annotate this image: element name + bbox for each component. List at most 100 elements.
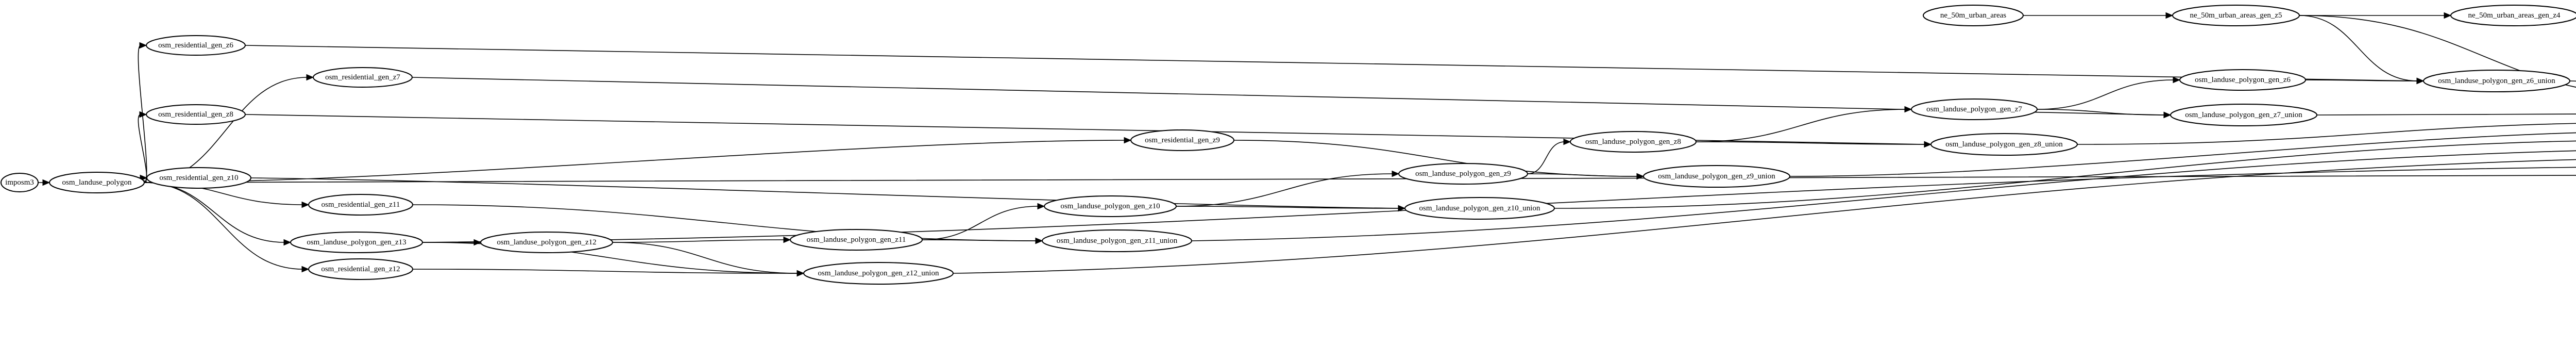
edge-osm_landuse_polygon_gen_z13-to-osm_landuse_polygon_gen_z12_union <box>422 242 799 274</box>
edge-osm_landuse_polygon_gen_z10-to-osm_landuse_polygon_gen_z10_union <box>1176 206 1400 209</box>
node-label: osm_landuse_polygon_gen_z6_union <box>2438 77 2555 85</box>
node-osm_landuse_polygon_gen_z11_union[interactable]: osm_landuse_polygon_gen_z11_union <box>1042 229 1192 252</box>
node-osm_landuse_polygon_gen_z8[interactable]: osm_landuse_polygon_gen_z8 <box>1570 131 1697 153</box>
node-shape <box>1042 229 1192 252</box>
node-osm_residential_gen_z9[interactable]: osm_residential_gen_z9 <box>1130 129 1234 151</box>
edge-osm_landuse_polygon_gen_z7_union-to-layer_landuse.z7 <box>2316 113 2576 116</box>
node-label: osm_residential_gen_z11 <box>321 201 400 209</box>
edge-osm_residential_gen_z10-to-osm_landuse_polygon_gen_z10_union <box>250 177 1400 209</box>
edge-arrowhead <box>1636 173 1645 180</box>
node-osm_landuse_polygon_gen_z6[interactable]: osm_landuse_polygon_gen_z6 <box>2179 69 2306 91</box>
node-shape <box>2170 104 2317 126</box>
edge-ne_50m_urban_areas_gen_z5-to-layer_landuse.z5 <box>2299 15 2576 88</box>
node-osm_landuse_polygon_gen_z12[interactable]: osm_landuse_polygon_gen_z12 <box>480 232 613 253</box>
edge-osm_landuse_polygon_gen_z7-to-osm_landuse_polygon_gen_z6 <box>2037 79 2175 110</box>
node-label: osm_landuse_polygon <box>62 178 132 187</box>
edge-osm_landuse_polygon_gen_z8_union-to-layer_landuse.z8 <box>2077 123 2576 145</box>
node-label: ne_50m_urban_areas_gen_z5 <box>2190 11 2282 20</box>
edge-arrowhead <box>139 42 147 49</box>
edge-arrowhead <box>473 239 482 246</box>
edge-arrowhead <box>306 74 314 81</box>
node-label: ne_50m_urban_areas_gen_z4 <box>2468 11 2561 20</box>
node-label: osm_residential_gen_z6 <box>158 41 233 50</box>
node-osm_landuse_polygon_gen_z9_union[interactable]: osm_landuse_polygon_gen_z9_union <box>1643 165 1790 188</box>
node-shape <box>2450 5 2576 26</box>
node-shape <box>308 194 413 216</box>
node-shape <box>146 35 246 56</box>
node-osm_residential_gen_z8[interactable]: osm_residential_gen_z8 <box>146 104 246 125</box>
node-shape <box>2423 70 2570 92</box>
edge-osm_landuse_polygon_gen_z7-to-osm_landuse_polygon_gen_z7_union <box>2037 109 2165 116</box>
edge-arrowhead <box>2163 111 2172 119</box>
edge-osm_residential_gen_z12-to-osm_landuse_polygon_gen_z12_union <box>412 269 799 274</box>
edge-arrowhead <box>283 239 292 246</box>
node-osm_residential_gen_z6[interactable]: osm_residential_gen_z6 <box>146 35 246 56</box>
node-shape <box>1923 5 2024 26</box>
node-label: osm_landuse_polygon_gen_z8 <box>1585 138 1681 146</box>
node-osm_landuse_polygon_gen_z10_union[interactable]: osm_landuse_polygon_gen_z10_union <box>1404 197 1555 220</box>
node-osm_landuse_polygon_gen_z7[interactable]: osm_landuse_polygon_gen_z7 <box>1911 98 2038 120</box>
edge-arrowhead <box>2173 76 2181 84</box>
node-label: osm_landuse_polygon_gen_z6 <box>2195 76 2291 84</box>
edge-osm_residential_gen_z11-to-osm_landuse_polygon_gen_z11_union <box>412 204 1037 241</box>
node-label: osm_residential_gen_z9 <box>1145 136 1220 144</box>
edge-osm_landuse_polygon-to-osm_residential_gen_z12 <box>144 182 303 270</box>
node-osm_landuse_polygon_gen_z8_union[interactable]: osm_landuse_polygon_gen_z8_union <box>1930 133 2078 156</box>
edge-arrowhead <box>2416 77 2425 85</box>
node-imposm3[interactable]: imposm3 <box>1 173 39 192</box>
node-shape <box>49 172 145 193</box>
node-label: osm_residential_gen_z12 <box>321 265 400 273</box>
node-shape <box>1130 129 1234 151</box>
edge-arrowhead <box>2444 12 2452 19</box>
edge-arrowhead <box>42 179 50 186</box>
node-label: imposm3 <box>5 178 34 187</box>
node-ne_50m_urban_areas_gen_z5[interactable]: ne_50m_urban_areas_gen_z5 <box>2172 5 2300 26</box>
edge-arrowhead <box>2165 12 2174 19</box>
node-osm_landuse_polygon_gen_z11[interactable]: osm_landuse_polygon_gen_z11 <box>790 229 923 251</box>
edge-osm_landuse_polygon_gen_z8-to-osm_landuse_polygon_gen_z7 <box>1696 109 1906 142</box>
node-label: osm_residential_gen_z10 <box>159 174 238 182</box>
node-ne_50m_urban_areas_gen_z4[interactable]: ne_50m_urban_areas_gen_z4 <box>2450 5 2576 26</box>
edge-osm_landuse_polygon_gen_z11-to-osm_landuse_polygon_gen_z10 <box>922 206 1039 240</box>
edge-osm_residential_gen_z6-to-osm_landuse_polygon_gen_z6_union <box>245 45 2418 81</box>
edge-arrowhead <box>301 201 310 208</box>
edge-osm_landuse_polygon_gen_z12-to-osm_landuse_polygon_gen_z11 <box>612 239 785 243</box>
node-label: osm_landuse_polygon_gen_z9 <box>1415 170 1511 178</box>
node-shape <box>1570 131 1697 153</box>
node-shape <box>2172 5 2300 26</box>
edge-osm_residential_gen_z7-to-osm_landuse_polygon_gen_z7_union <box>412 77 2165 116</box>
edge-arrowhead <box>1035 237 1043 244</box>
node-shape <box>1930 133 2078 156</box>
edge-arrowhead <box>1563 138 1571 145</box>
node-osm_landuse_polygon[interactable]: osm_landuse_polygon <box>49 172 145 193</box>
node-shape <box>1911 98 2038 120</box>
node-osm_landuse_polygon_gen_z12_union[interactable]: osm_landuse_polygon_gen_z12_union <box>803 262 954 285</box>
node-label: osm_landuse_polygon_gen_z7 <box>1926 105 2022 113</box>
edge-arrowhead <box>1037 203 1045 210</box>
node-osm_residential_gen_z12[interactable]: osm_residential_gen_z12 <box>308 258 413 280</box>
node-osm_landuse_polygon_gen_z10[interactable]: osm_landuse_polygon_gen_z10 <box>1044 195 1177 217</box>
node-label: osm_landuse_polygon_gen_z12 <box>497 238 596 246</box>
node-osm_residential_gen_z10[interactable]: osm_residential_gen_z10 <box>146 167 251 189</box>
node-shape <box>803 262 954 285</box>
node-osm_landuse_polygon_gen_z6_union[interactable]: osm_landuse_polygon_gen_z6_union <box>2423 70 2570 92</box>
node-ne_50m_urban_areas[interactable]: ne_50m_urban_areas <box>1923 5 2024 26</box>
edge-osm_landuse_polygon-to-osm_residential_gen_z9 <box>144 140 1126 183</box>
node-osm_residential_gen_z7[interactable]: osm_residential_gen_z7 <box>313 67 413 88</box>
node-layer: imposm3 osm_landuse_polygon osm_residentia… <box>1 5 2576 285</box>
node-osm_landuse_polygon_gen_z7_union[interactable]: osm_landuse_polygon_gen_z7_union <box>2170 104 2317 126</box>
node-shape <box>1404 197 1555 220</box>
edge-arrowhead <box>139 111 147 118</box>
node-osm_landuse_polygon_gen_z13[interactable]: osm_landuse_polygon_gen_z13 <box>290 232 423 253</box>
node-osm_residential_gen_z11[interactable]: osm_residential_gen_z11 <box>308 194 413 216</box>
node-shape <box>290 232 423 253</box>
edge-arrowhead <box>1124 137 1132 144</box>
node-label: osm_landuse_polygon_gen_z11 <box>807 236 906 244</box>
edge-ne_50m_urban_areas_gen_z5-to-osm_landuse_polygon_gen_z6_union <box>2299 15 2418 81</box>
edge-osm_landuse_polygon-to-osm_residential_gen_z8 <box>138 114 147 183</box>
node-shape <box>1398 163 1528 185</box>
node-label: osm_landuse_polygon_gen_z8_union <box>1945 140 2063 149</box>
node-osm_landuse_polygon_gen_z9[interactable]: osm_landuse_polygon_gen_z9 <box>1398 163 1528 185</box>
